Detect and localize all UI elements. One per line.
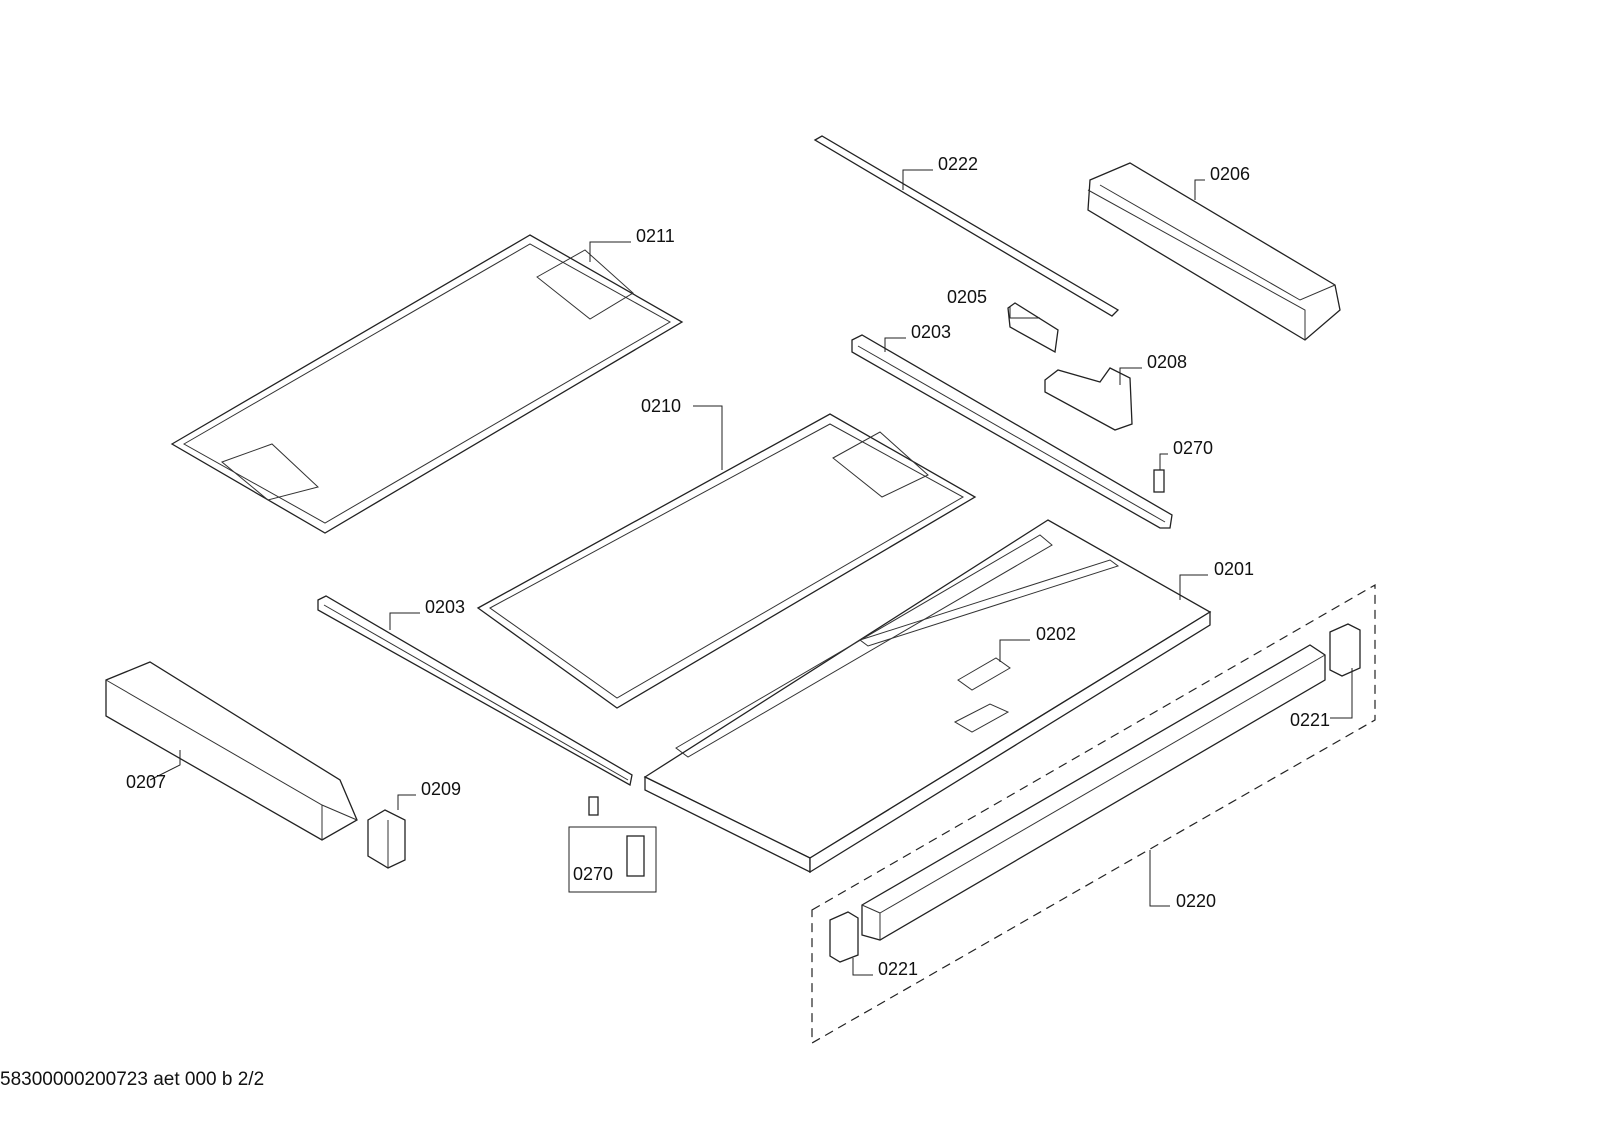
part-0222-rod[interactable] — [813, 135, 1120, 317]
part-0203-rail-right[interactable] — [851, 334, 1173, 529]
part-0211-frame[interactable] — [170, 234, 684, 534]
part-0201-tray[interactable] — [643, 519, 1212, 874]
part-0270-clip-right[interactable] — [1153, 469, 1165, 493]
label-0201[interactable]: 0201 — [1214, 559, 1254, 579]
label-0222[interactable]: 0222 — [938, 154, 978, 174]
part-0203-rail-left[interactable] — [317, 595, 633, 787]
leader-lines — [149, 169, 1353, 976]
part-0221-end-cap-left[interactable] — [829, 911, 859, 963]
label-0202[interactable]: 0202 — [1036, 624, 1076, 644]
label-0208[interactable]: 0208 — [1147, 352, 1187, 372]
label-0221-left[interactable]: 0221 — [878, 959, 918, 979]
label-0203-left[interactable]: 0203 — [425, 597, 465, 617]
part-0220-trim-bar[interactable] — [811, 583, 1376, 1045]
label-0221-right[interactable]: 0221 — [1290, 710, 1330, 730]
part-0209-block[interactable] — [367, 809, 406, 869]
part-0206-channel[interactable] — [1087, 162, 1341, 341]
label-0203-right[interactable]: 0203 — [911, 322, 951, 342]
label-0211[interactable]: 0211 — [636, 226, 675, 246]
label-0206[interactable]: 0206 — [1210, 164, 1250, 184]
part-0210-frame[interactable] — [476, 413, 977, 709]
part-0270-clip-left[interactable] — [568, 796, 657, 893]
drawing-reference-footer: 58300000200723 aet 000 b 2/2 — [0, 1069, 264, 1090]
label-0210[interactable]: 0210 — [641, 396, 681, 416]
label-0220[interactable]: 0220 — [1176, 891, 1216, 911]
label-0270-left[interactable]: 0270 — [573, 864, 613, 884]
label-0270-right[interactable]: 0270 — [1173, 438, 1213, 458]
label-0209[interactable]: 0209 — [421, 779, 461, 799]
label-0207[interactable]: 0207 — [126, 772, 166, 792]
label-0205[interactable]: 0205 — [947, 287, 987, 307]
part-0221-end-cap-right[interactable] — [1329, 623, 1361, 677]
part-0208-bracket[interactable] — [1044, 367, 1133, 431]
part-0207-box[interactable] — [105, 661, 358, 841]
part-0205-clip[interactable] — [1007, 302, 1059, 354]
